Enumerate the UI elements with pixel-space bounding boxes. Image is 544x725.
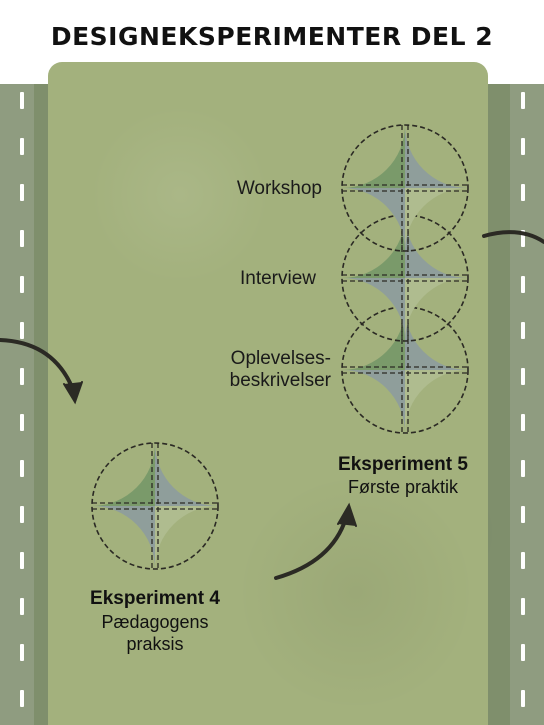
quadrant-top-right — [405, 215, 468, 278]
arrow-into-experiment-4-head — [63, 381, 83, 405]
method-label-oplevelses: Oplevelses- — [230, 348, 331, 369]
lane-dash — [20, 184, 24, 201]
experiment-5-subtitle: Første praktik — [347, 477, 458, 497]
lane-dash — [521, 460, 525, 477]
circle-outline — [91, 442, 219, 570]
arrow-exp4-to-exp5-head — [337, 502, 357, 527]
arrow-exp4-to-exp5 — [274, 516, 348, 580]
lane-dash — [521, 92, 525, 109]
quadrant-top-right — [405, 307, 468, 370]
lane-dash — [20, 92, 24, 109]
lane-dash — [521, 506, 525, 523]
experiment-4-circle — [91, 442, 219, 570]
lane-dash — [20, 414, 24, 431]
quadrant-top-right — [155, 443, 218, 506]
method-label-beskrivelser: beskrivelser — [229, 370, 331, 391]
lane-dash — [20, 506, 24, 523]
quadrant-bottom-right — [405, 188, 468, 251]
road-left-lane — [0, 84, 34, 725]
lane-dash — [20, 368, 24, 385]
quadrant-bottom-left — [342, 370, 405, 433]
lane-dash — [20, 276, 24, 293]
quadrant-bottom-left — [92, 506, 155, 569]
lane-dash — [20, 230, 24, 247]
arrow-exit-experiment-5 — [482, 230, 544, 244]
lane-dash — [20, 598, 24, 615]
quadrant-bottom-right — [405, 370, 468, 433]
experiment-4-title: Eksperiment 4 — [90, 588, 220, 609]
quadrant-top-left — [342, 307, 405, 370]
quadrant-bottom-right — [405, 278, 468, 341]
lane-dash — [20, 552, 24, 569]
lane-dash — [521, 552, 525, 569]
lane-dash — [521, 138, 525, 155]
experiment-5-title: Eksperiment 5 — [338, 454, 468, 475]
arrow-into-experiment-4 — [0, 338, 76, 394]
method-label-interview: Interview — [239, 268, 316, 289]
lane-dash — [521, 598, 525, 615]
quadrant-top-left — [342, 125, 405, 188]
lane-dash — [521, 690, 525, 707]
quadrant-bottom-left — [342, 278, 405, 341]
experiment-4-subtitle-line1: Pædagogens — [101, 612, 209, 632]
quadrant-bottom-right — [155, 506, 218, 569]
quadrant-top-right — [405, 125, 468, 188]
lane-dash — [20, 644, 24, 661]
method-label-workshop: Workshop — [236, 178, 322, 199]
lane-dash — [521, 184, 525, 201]
experiment-4-subtitle-line2: praksis — [126, 634, 184, 654]
experiment-5-circle-workshop — [341, 124, 469, 252]
lane-dash — [521, 644, 525, 661]
lane-dash — [20, 460, 24, 477]
lane-dash — [521, 276, 525, 293]
circle-outline — [341, 124, 469, 252]
lane-dash — [521, 414, 525, 431]
road-right-lane — [510, 84, 544, 725]
page-title: DESIGNEKSPERIMENTER DEL 2 — [50, 22, 494, 51]
quadrant-top-left — [92, 443, 155, 506]
lane-dash — [20, 138, 24, 155]
quadrant-top-left — [342, 215, 405, 278]
quadrant-bottom-left — [342, 188, 405, 251]
lane-dash — [521, 368, 525, 385]
lane-dash — [521, 322, 525, 339]
lane-dash — [20, 690, 24, 707]
lane-dash — [20, 322, 24, 339]
lane-dash — [521, 230, 525, 247]
